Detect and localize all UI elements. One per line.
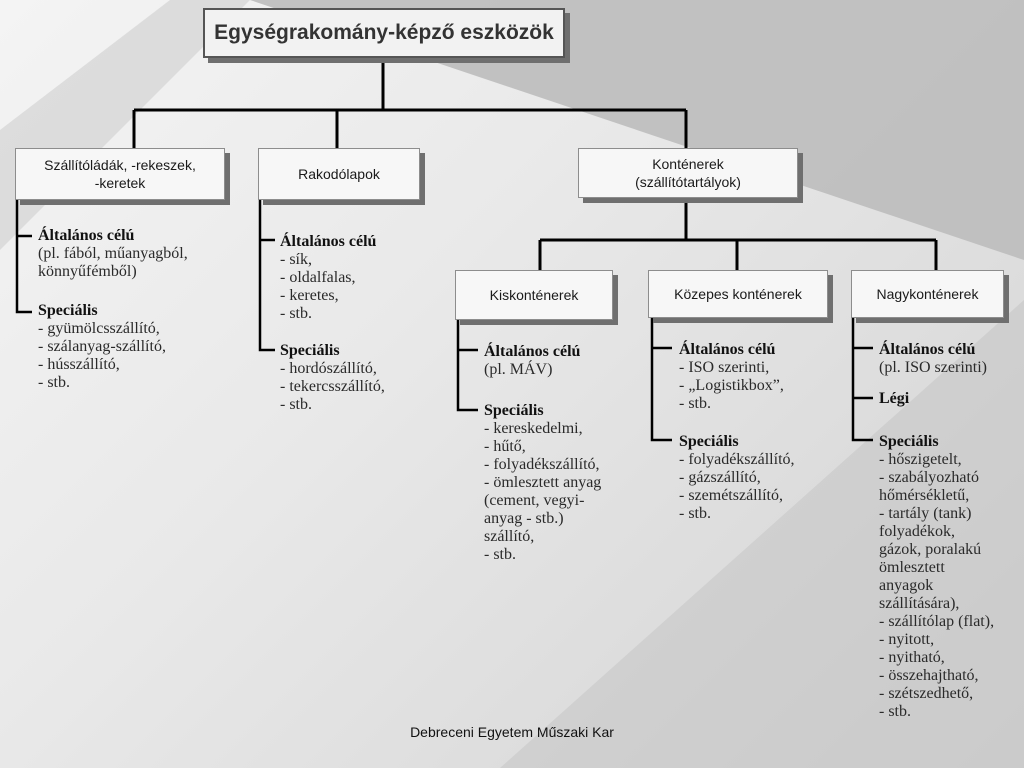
col-rakodo-altalanos: Általános célú - sík, - oldalfalas, - ke… — [280, 233, 430, 323]
heading-altalanos: Általános célú — [679, 341, 776, 358]
col-szallito-specialis: Speciális - gyümölcsszállító, - szálanya… — [38, 302, 253, 392]
heading-specialis: Speciális — [38, 302, 98, 319]
box-kozepes-kontenerek: Közepes konténerek — [648, 270, 828, 318]
col-rakodo-specialis: Speciális - hordószállító, - tekercsszál… — [280, 342, 430, 414]
list-item: - szétszedhető, — [879, 685, 974, 702]
list-item: - stb. — [280, 396, 312, 413]
list-item: - oldalfalas, — [280, 269, 356, 286]
list-item: - stb. — [484, 546, 516, 563]
list-item: - hűtő, — [484, 438, 526, 455]
list-item: - ömlesztett anyag — [484, 474, 602, 491]
box-kiskontenerek-label: Kiskonténerek — [489, 287, 579, 303]
box-kiskontenerek: Kiskonténerek — [455, 270, 613, 320]
col-kozepes-specialis: Speciális - folyadékszállító, - gázszáll… — [679, 433, 849, 523]
list-item: - szálanyag-szállító, — [38, 338, 166, 355]
list-item: - tartály (tank) — [879, 505, 972, 522]
root-box: Egységrakomány-képző eszközök — [203, 8, 565, 58]
box-kontenerek-line2: (szállítótartályok) — [635, 174, 741, 190]
box-kontenerek-line1: Konténerek — [652, 156, 724, 172]
box-rakodolapok: Rakodólapok — [258, 148, 420, 200]
list-item: könnyűfémből) — [38, 263, 137, 280]
col-nagy-altalanos: Általános célú (pl. ISO szerinti) — [879, 341, 1024, 377]
list-item: - stb. — [679, 505, 711, 522]
box-kontenerek: Konténerek (szállítótartályok) — [578, 148, 798, 198]
list-item: anyag - stb.) — [484, 510, 564, 527]
heading-altalanos: Általános célú — [484, 343, 581, 360]
box-szallitoladak-line2: -keretek — [94, 175, 146, 191]
list-item: folyadékok, — [879, 523, 955, 540]
box-szallitoladak: Szállítóládák, -rekeszek, -keretek — [15, 148, 225, 200]
col-kozepes-altalanos: Általános célú - ISO szerinti, - „Logist… — [679, 341, 849, 413]
list-item: - sík, — [280, 251, 312, 268]
list-item: - szemétszállító, — [679, 487, 783, 504]
list-item: (cement, vegyi- — [484, 492, 585, 509]
box-kozepes-label: Közepes konténerek — [674, 286, 802, 302]
col-nagy-legi: Légi — [879, 390, 1024, 408]
list-item: - szabályozható — [879, 469, 979, 486]
heading-specialis: Speciális — [484, 402, 544, 419]
list-item: szállító, — [484, 528, 535, 545]
box-rakodolapok-label: Rakodólapok — [298, 166, 380, 182]
list-item: - stb. — [879, 703, 911, 720]
list-item: - hőszigetelt, — [879, 451, 962, 468]
list-item: - „Logistikbox”, — [679, 377, 784, 394]
heading-specialis: Speciális — [280, 342, 340, 359]
list-item: - kereskedelmi, — [484, 420, 583, 437]
heading-altalanos: Általános célú — [38, 227, 135, 244]
list-item: gázok, poralakú — [879, 541, 982, 558]
heading-specialis: Speciális — [679, 433, 739, 450]
box-szallitoladak-line1: Szállítóládák, -rekeszek, — [44, 157, 196, 173]
col-kis-altalanos: Általános célú (pl. MÁV) — [484, 343, 644, 379]
list-item: - szállítólap (flat), — [879, 613, 995, 630]
heading-altalanos: Általános célú — [879, 341, 976, 358]
list-item: - gázszállító, — [679, 469, 761, 486]
list-item: - ISO szerinti, — [679, 359, 770, 376]
list-item: - gyümölcsszállító, — [38, 320, 160, 337]
list-item: - tekercsszállító, — [280, 378, 385, 395]
list-item: hőmérsékletű, — [879, 487, 970, 504]
col-kis-specialis: Speciális - kereskedelmi, - hűtő, - foly… — [484, 402, 644, 564]
root-title: Egységrakomány-képző eszközök — [214, 21, 554, 44]
list-item: szállítására), — [879, 595, 960, 612]
footer-text: Debreceni Egyetem Műszaki Kar — [410, 724, 614, 740]
list-item: - folyadékszállító, — [484, 456, 600, 473]
list-item: - hordószállító, — [280, 360, 377, 377]
list-item: - stb. — [679, 395, 711, 412]
list-item: - folyadékszállító, — [679, 451, 795, 468]
box-nagykontenerek: Nagykonténerek — [851, 270, 1004, 318]
list-item: ömlesztett — [879, 559, 945, 576]
heading-legi: Légi — [879, 390, 910, 407]
list-item: (pl. MÁV) — [484, 361, 553, 378]
heading-specialis: Speciális — [879, 433, 939, 450]
list-item: (pl. ISO szerinti) — [879, 359, 987, 376]
list-item: anyagok — [879, 577, 934, 594]
list-item: - hússzállító, — [38, 356, 120, 373]
col-nagy-specialis: Speciális - hőszigetelt, - szabályozható… — [879, 433, 1024, 721]
list-item: - összehajtható, — [879, 667, 979, 684]
list-item: - nyitható, — [879, 649, 945, 666]
heading-altalanos: Általános célú — [280, 233, 377, 250]
list-item: - nyitott, — [879, 631, 935, 648]
box-nagykontenerek-label: Nagykonténerek — [876, 286, 979, 302]
list-item: - keretes, — [280, 287, 339, 304]
list-item: (pl. fából, műanyagból, — [38, 245, 188, 262]
list-item: - stb. — [280, 305, 312, 322]
col-szallito-altalanos: Általános célú (pl. fából, műanyagból, k… — [38, 227, 253, 281]
list-item: - stb. — [38, 374, 70, 391]
